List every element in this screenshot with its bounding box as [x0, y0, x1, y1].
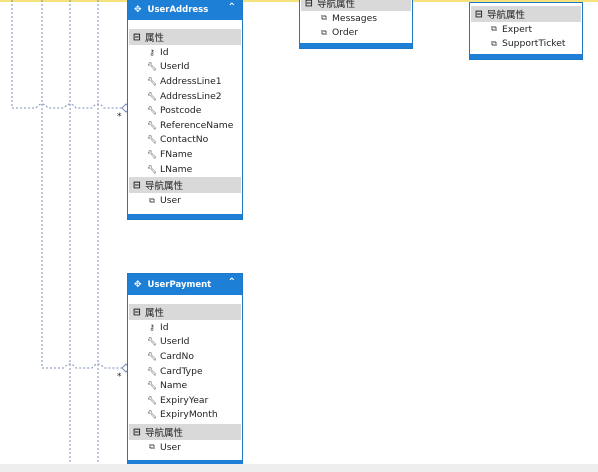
nav-item[interactable]: ⧉SupportTicket — [470, 37, 582, 52]
multiplicity-userpayment: * — [117, 372, 122, 382]
collapse-chevron-icon[interactable]: ⌃ — [227, 2, 236, 13]
wrench-icon: 🔧︎ — [146, 62, 158, 72]
wrench-icon: 🔧︎ — [146, 410, 158, 420]
collapse-chevron-icon[interactable]: ⌃ — [227, 277, 236, 288]
collapse-icon[interactable]: ⊟ — [305, 0, 313, 9]
property-row[interactable]: 🔧︎CardType — [146, 365, 203, 377]
wrench-icon: 🔧︎ — [146, 351, 158, 361]
navigation-property-icon: ⧉ — [321, 27, 327, 37]
entity-footer — [128, 214, 242, 219]
nav-item[interactable]: ⧉Expert — [470, 22, 582, 37]
entity-right[interactable]: ⊟ 导航属性 ⧉Expert ⧉SupportTicket — [469, 2, 583, 60]
property-row[interactable]: 🔧︎ExpiryYear — [146, 394, 209, 406]
entity-type-icon: ✥ — [134, 4, 142, 15]
nav-item[interactable]: ⧉User — [128, 440, 242, 455]
property-row[interactable]: ⚷Id — [128, 320, 242, 335]
entity-middle[interactable]: ⊟ 导航属性 ⧉Messages ⧉Order — [299, 0, 413, 49]
entity-title: UserPayment — [147, 279, 212, 290]
property-row[interactable]: 🔧︎ReferenceName — [146, 119, 234, 131]
wrench-icon: 🔧︎ — [146, 395, 158, 405]
wrench-icon: 🔧︎ — [146, 337, 158, 347]
collapse-icon[interactable]: ⊟ — [133, 426, 141, 438]
entity-title: UserAddress — [147, 4, 209, 15]
properties-section-header[interactable]: ⊟ 属性 — [129, 29, 241, 45]
bottom-scroll-area — [0, 464, 598, 472]
nav-item[interactable]: ⧉Order — [300, 26, 412, 41]
collapse-icon[interactable]: ⊟ — [475, 8, 483, 20]
entity-useraddress[interactable]: ✥ UserAddress ⌃ ⊟ 属性 ⚷Id 🔧︎UserId 🔧︎Addr… — [127, 0, 243, 220]
property-row[interactable]: 🔧︎Postcode — [146, 105, 202, 117]
wrench-icon: 🔧︎ — [146, 120, 158, 130]
nav-section-label: 导航属性 — [145, 428, 184, 440]
navigation-property-icon: ⧉ — [321, 13, 327, 23]
navigation-property-icon: ⧉ — [149, 195, 155, 205]
property-row[interactable]: 🔧︎UserId — [146, 61, 190, 73]
property-row[interactable]: 🔧︎LName — [146, 163, 193, 175]
collapse-icon[interactable]: ⊟ — [133, 306, 141, 318]
connector-to-useraddress — [12, 103, 122, 109]
entity-footer — [128, 460, 242, 465]
property-row[interactable]: 🔧︎AddressLine1 — [146, 75, 222, 87]
entity-footer — [300, 43, 412, 48]
navigation-property-icon: ⧉ — [149, 442, 155, 452]
nav-section-header[interactable]: ⊟ 导航属性 — [129, 177, 241, 194]
collapse-icon[interactable]: ⊟ — [133, 31, 141, 43]
key-icon: ⚷ — [149, 322, 155, 332]
nav-section-header[interactable]: ⊟ 导航属性 — [301, 0, 411, 11]
entity-header[interactable]: ✥ UserPayment ⌃ — [128, 274, 242, 295]
wrench-icon: 🔧︎ — [146, 149, 158, 159]
nav-section-header[interactable]: ⊟ 导航属性 — [471, 6, 581, 22]
nav-section-label: 导航属性 — [145, 181, 184, 193]
property-row[interactable]: 🔧︎FName — [146, 148, 193, 160]
wrench-icon: 🔧︎ — [146, 76, 158, 86]
nav-section-label: 导航属性 — [487, 10, 526, 21]
navigation-property-icon: ⧉ — [491, 24, 497, 34]
wrench-icon: 🔧︎ — [146, 164, 158, 174]
entity-type-icon: ✥ — [134, 279, 142, 290]
wrench-icon: 🔧︎ — [146, 381, 158, 391]
collapse-icon[interactable]: ⊟ — [133, 179, 141, 191]
connector-to-userpayment — [42, 363, 122, 369]
property-row[interactable]: 🔧︎AddressLine2 — [146, 90, 222, 102]
property-row[interactable]: 🔧︎UserId — [146, 336, 190, 348]
properties-section-header[interactable]: ⊟ 属性 — [129, 304, 241, 320]
property-row[interactable]: 🔧︎Name — [146, 380, 188, 392]
entity-footer — [470, 54, 582, 59]
properties-section-label: 属性 — [145, 308, 165, 319]
nav-section-label: 导航属性 — [317, 0, 356, 10]
entity-header[interactable]: ✥ UserAddress ⌃ — [128, 0, 242, 20]
property-row[interactable]: 🔧︎CardNo — [146, 350, 194, 362]
wrench-icon: 🔧︎ — [146, 366, 158, 376]
property-row[interactable]: 🔧︎ContactNo — [146, 134, 209, 146]
property-row[interactable]: 🔧︎ExpiryMonth — [146, 409, 218, 421]
nav-item[interactable]: ⧉User — [128, 193, 242, 208]
navigation-property-icon: ⧉ — [491, 38, 497, 48]
wrench-icon: 🔧︎ — [146, 91, 158, 101]
multiplicity-useraddress: * — [117, 112, 122, 122]
nav-item[interactable]: ⧉Messages — [300, 11, 412, 26]
property-row[interactable]: ⚷Id — [128, 45, 242, 60]
properties-section-label: 属性 — [145, 33, 165, 44]
wrench-icon: 🔧︎ — [146, 106, 158, 116]
nav-section-header[interactable]: ⊟ 导航属性 — [129, 424, 241, 441]
entity-userpayment[interactable]: ✥ UserPayment ⌃ ⊟ 属性 ⚷Id 🔧︎UserId 🔧︎Card… — [127, 273, 243, 466]
wrench-icon: 🔧︎ — [146, 135, 158, 145]
key-icon: ⚷ — [149, 47, 155, 57]
